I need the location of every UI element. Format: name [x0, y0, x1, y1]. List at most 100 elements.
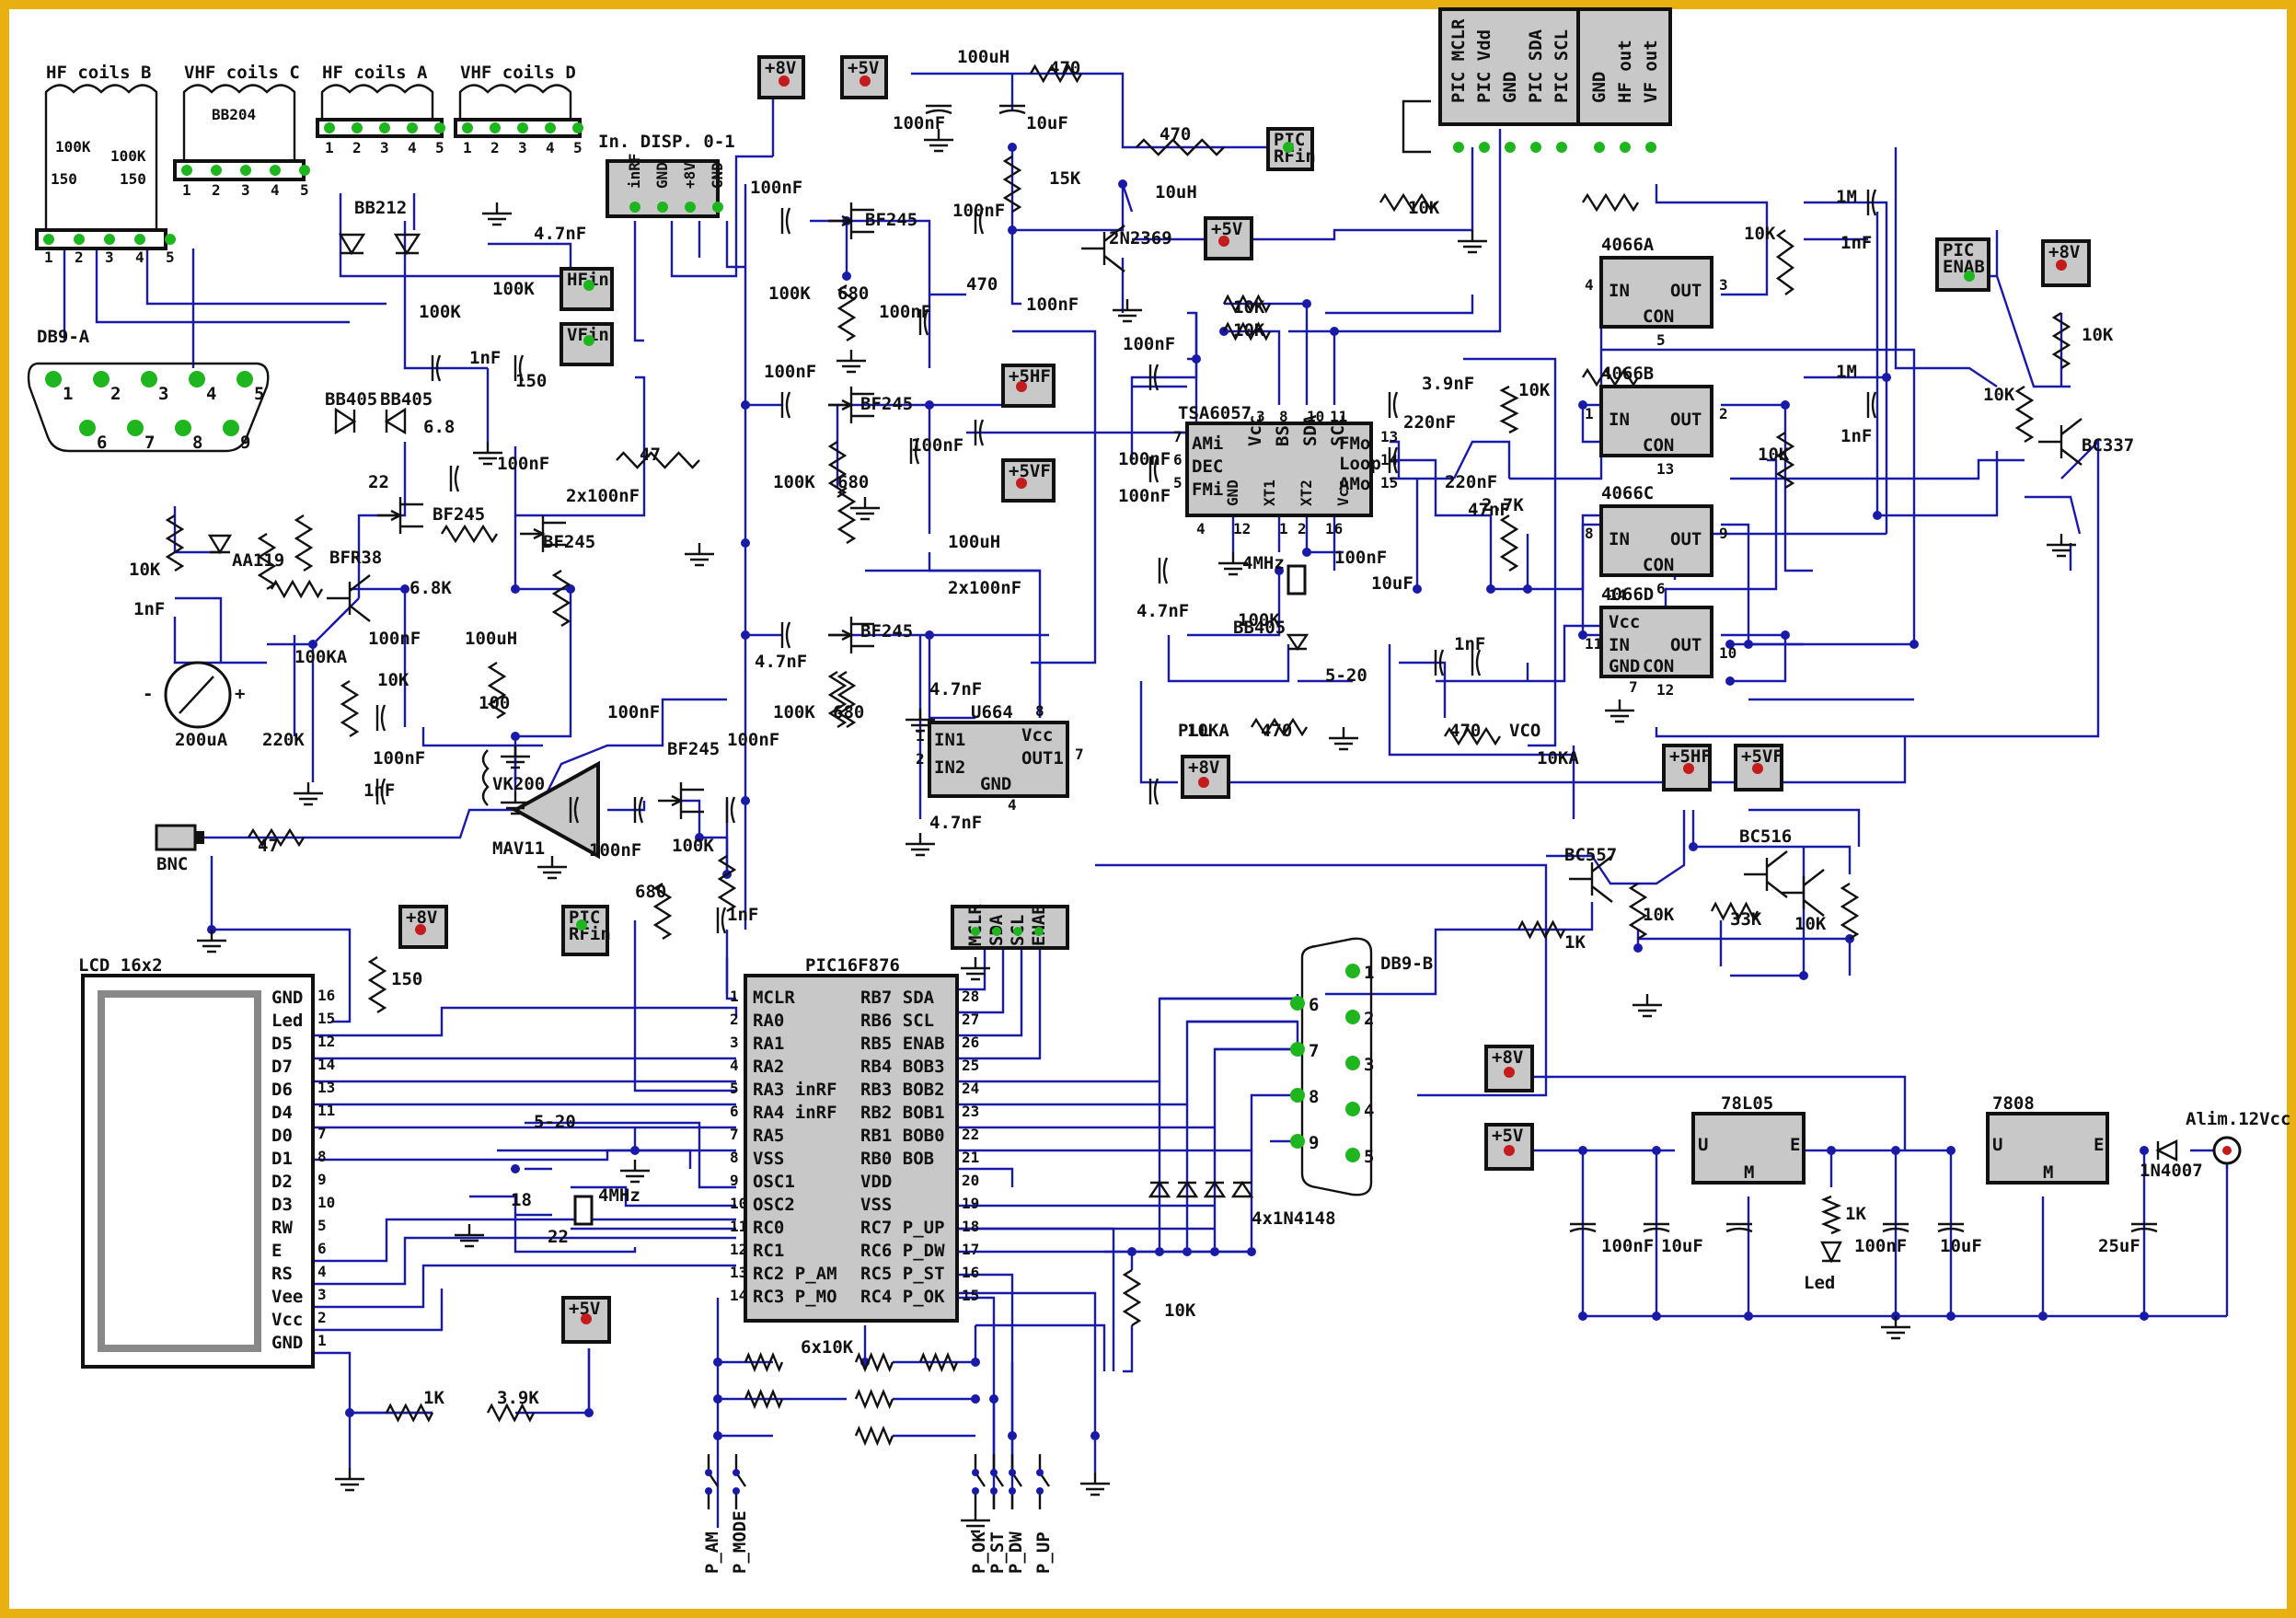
value-label: 1M: [1836, 187, 1857, 207]
capacitor: [513, 354, 525, 382]
tag-pic-rfin-bot: [561, 905, 609, 956]
tag-5vf-a-text: +5VF: [1009, 461, 1051, 481]
tag-5v-top-text: +5V: [848, 58, 879, 78]
switch-contact[interactable]: [734, 1454, 746, 1509]
pic-right-num: 15: [962, 1287, 979, 1304]
pin-dot: [1633, 943, 1643, 953]
pin-dot: [1155, 1247, 1164, 1256]
pic-left-pin: MCLR: [753, 988, 795, 1008]
pin-dot: [1486, 584, 1495, 594]
coil-pin-num: 5: [435, 139, 444, 156]
ground-symbol: [961, 957, 990, 981]
switch-name: 4066A: [1601, 235, 1655, 255]
coil-b-r4: 150: [120, 170, 146, 188]
value-label: 470: [1261, 721, 1292, 741]
switch-contact[interactable]: [992, 1454, 1004, 1509]
capacitor: [1158, 557, 1169, 584]
capacitor: [918, 308, 929, 336]
pic-left-num: 11: [730, 1218, 747, 1235]
pin-dot: [1036, 1487, 1044, 1495]
pin-dot: [240, 165, 251, 176]
switch-gnd: GND: [1609, 656, 1640, 676]
bb405-label-2: BB405: [380, 389, 433, 410]
db9a-pin-num: 5: [254, 384, 264, 404]
db9b-pin-num: 1: [1364, 963, 1374, 983]
pin-dot: [705, 1469, 712, 1476]
tsa-pin-num: 13: [1380, 428, 1398, 445]
value-label: 22: [368, 472, 389, 492]
value-label: 100uH: [465, 629, 517, 649]
switch-contact[interactable]: [1038, 1454, 1050, 1509]
pic-left-pin: RA5: [753, 1126, 784, 1146]
ground-symbol: [906, 709, 935, 733]
lcd-pin: Vee: [271, 1287, 303, 1307]
value-label: 10KA: [1537, 748, 1579, 769]
pin-dot: [43, 234, 54, 245]
ground-symbol: [1329, 727, 1358, 751]
pic-right-num: 23: [962, 1103, 979, 1120]
tag-pic-rfin-top-text: RFin: [1274, 146, 1316, 167]
ground-symbols: [197, 129, 2076, 1533]
switch-label-p_mode: P_MODE: [730, 1510, 750, 1574]
pin-dot: [566, 584, 575, 594]
pin-dot: [517, 122, 528, 133]
capacitor: [1569, 1222, 1597, 1233]
pic-right-pin: RB7 SDA: [860, 988, 935, 1008]
reg78l05-u: U: [1698, 1135, 1708, 1155]
db9b-pin-num: 9: [1309, 1133, 1319, 1153]
lcd-pin-num: 2: [317, 1309, 327, 1326]
pic-right-pin: RB2 BOB1: [860, 1103, 945, 1123]
resistor: [836, 283, 857, 342]
passive-components: [165, 64, 2158, 1447]
capacitor: [1725, 1222, 1753, 1233]
pin-dot: [1302, 299, 1311, 308]
switch-contact[interactable]: [974, 1454, 986, 1509]
capacitor: [780, 391, 791, 419]
crystals: 4MHz 4MHz: [573, 553, 1307, 1226]
u664-pin-num: 7: [1075, 745, 1084, 763]
ctrl-pin-label: ENAB: [1029, 904, 1049, 946]
switch-contact[interactable]: [707, 1454, 719, 1509]
resistor: [367, 955, 387, 1014]
pin-dot: [1453, 142, 1464, 153]
value-label: 1M: [1836, 362, 1857, 382]
pin-dot: [1799, 971, 1808, 980]
pic-left-pin: RC2 P_AM: [753, 1264, 837, 1284]
value-label: 150: [391, 969, 422, 989]
resistor: [551, 569, 571, 628]
capacitor: [780, 207, 791, 235]
n1n4007-label: 1N4007: [2140, 1161, 2203, 1181]
pin-dot: [127, 420, 144, 436]
transistor-label: BFR38: [329, 548, 382, 568]
pin-dot: [299, 165, 310, 176]
coil-pin-num: 4: [546, 139, 555, 156]
pic-right-num: 16: [962, 1264, 979, 1281]
pin-dot: [1192, 354, 1201, 364]
coil-b-r2: 100K: [110, 147, 146, 165]
pin-dot: [189, 371, 205, 387]
ground-symbol: [1458, 230, 1487, 254]
resistor: [854, 1425, 894, 1447]
value-label: 2x100nF: [948, 578, 1021, 598]
switch-4066D: [1599, 606, 1713, 678]
pin-dot: [400, 584, 410, 594]
lcd-pin-num: 4: [317, 1263, 327, 1280]
resistor: [854, 1388, 894, 1410]
coil-hf-a-label: HF coils A: [322, 63, 428, 83]
resistor: [1775, 229, 1795, 295]
switch-pin-num: 12: [1656, 681, 1674, 699]
switch-in: IN: [1609, 410, 1630, 430]
pin-dot: [685, 202, 696, 213]
switch-contact[interactable]: [1010, 1454, 1022, 1509]
coil-pin-num: 4: [408, 139, 417, 156]
pin-dot: [695, 833, 704, 842]
coil-pin-num: 5: [166, 248, 175, 266]
pin-dot: [1036, 1469, 1044, 1476]
pic-right-num: 20: [962, 1172, 979, 1189]
pin-dot: [1744, 640, 1753, 649]
pin-dot: [1556, 142, 1567, 153]
resistor: [385, 1403, 434, 1423]
coil-pin-num: 3: [380, 139, 389, 156]
db9a-pin-num: 3: [158, 384, 168, 404]
indisp-pin-label: GND: [709, 162, 726, 189]
